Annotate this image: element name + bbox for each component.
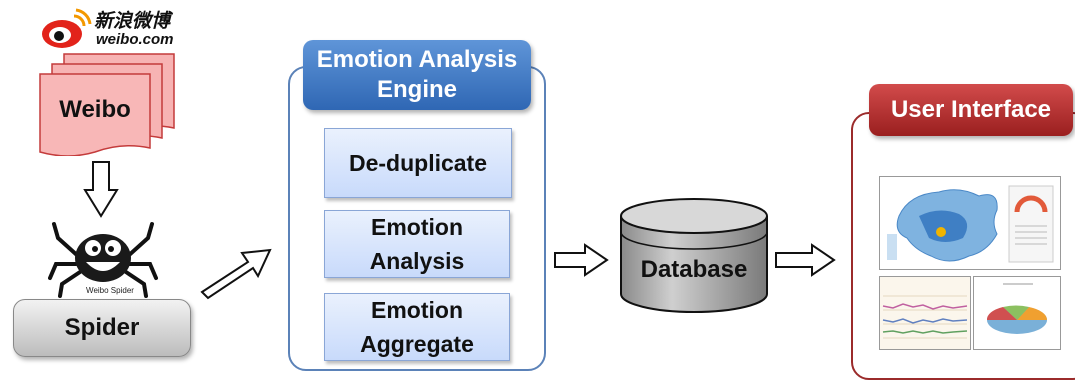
weibo-pages: [39, 53, 175, 156]
spider-icon: [48, 222, 158, 298]
weibo-eye-icon: [42, 8, 92, 48]
step-emotion-analysis: Emotion Analysis: [324, 210, 510, 278]
database-label: Database: [640, 256, 748, 283]
spider-caption: Weibo Spider: [86, 286, 134, 295]
diagonal-arrow-icon: [200, 248, 272, 300]
spider-box: Spider: [13, 299, 191, 357]
timeline-thumbnail: [879, 276, 971, 350]
weibo-logo: 新浪微博 weibo.com: [40, 6, 180, 50]
engine-title: Emotion Analysis Engine: [303, 40, 531, 110]
weibo-label: Weibo: [59, 96, 131, 123]
step-deduplicate: De-duplicate: [324, 128, 512, 198]
ui-title: User Interface: [869, 84, 1073, 136]
right-arrow-icon: [554, 243, 609, 277]
down-arrow-icon: [83, 161, 119, 218]
logo-chinese: 新浪微博: [94, 10, 171, 32]
step-emotion-aggregate: Emotion Aggregate: [324, 293, 510, 361]
map-thumbnail: [879, 176, 1061, 270]
database-icon: [620, 198, 768, 313]
logo-domain: weibo.com: [96, 31, 174, 48]
pie-thumbnail: [973, 276, 1061, 350]
right-arrow-icon-2: [775, 243, 836, 277]
